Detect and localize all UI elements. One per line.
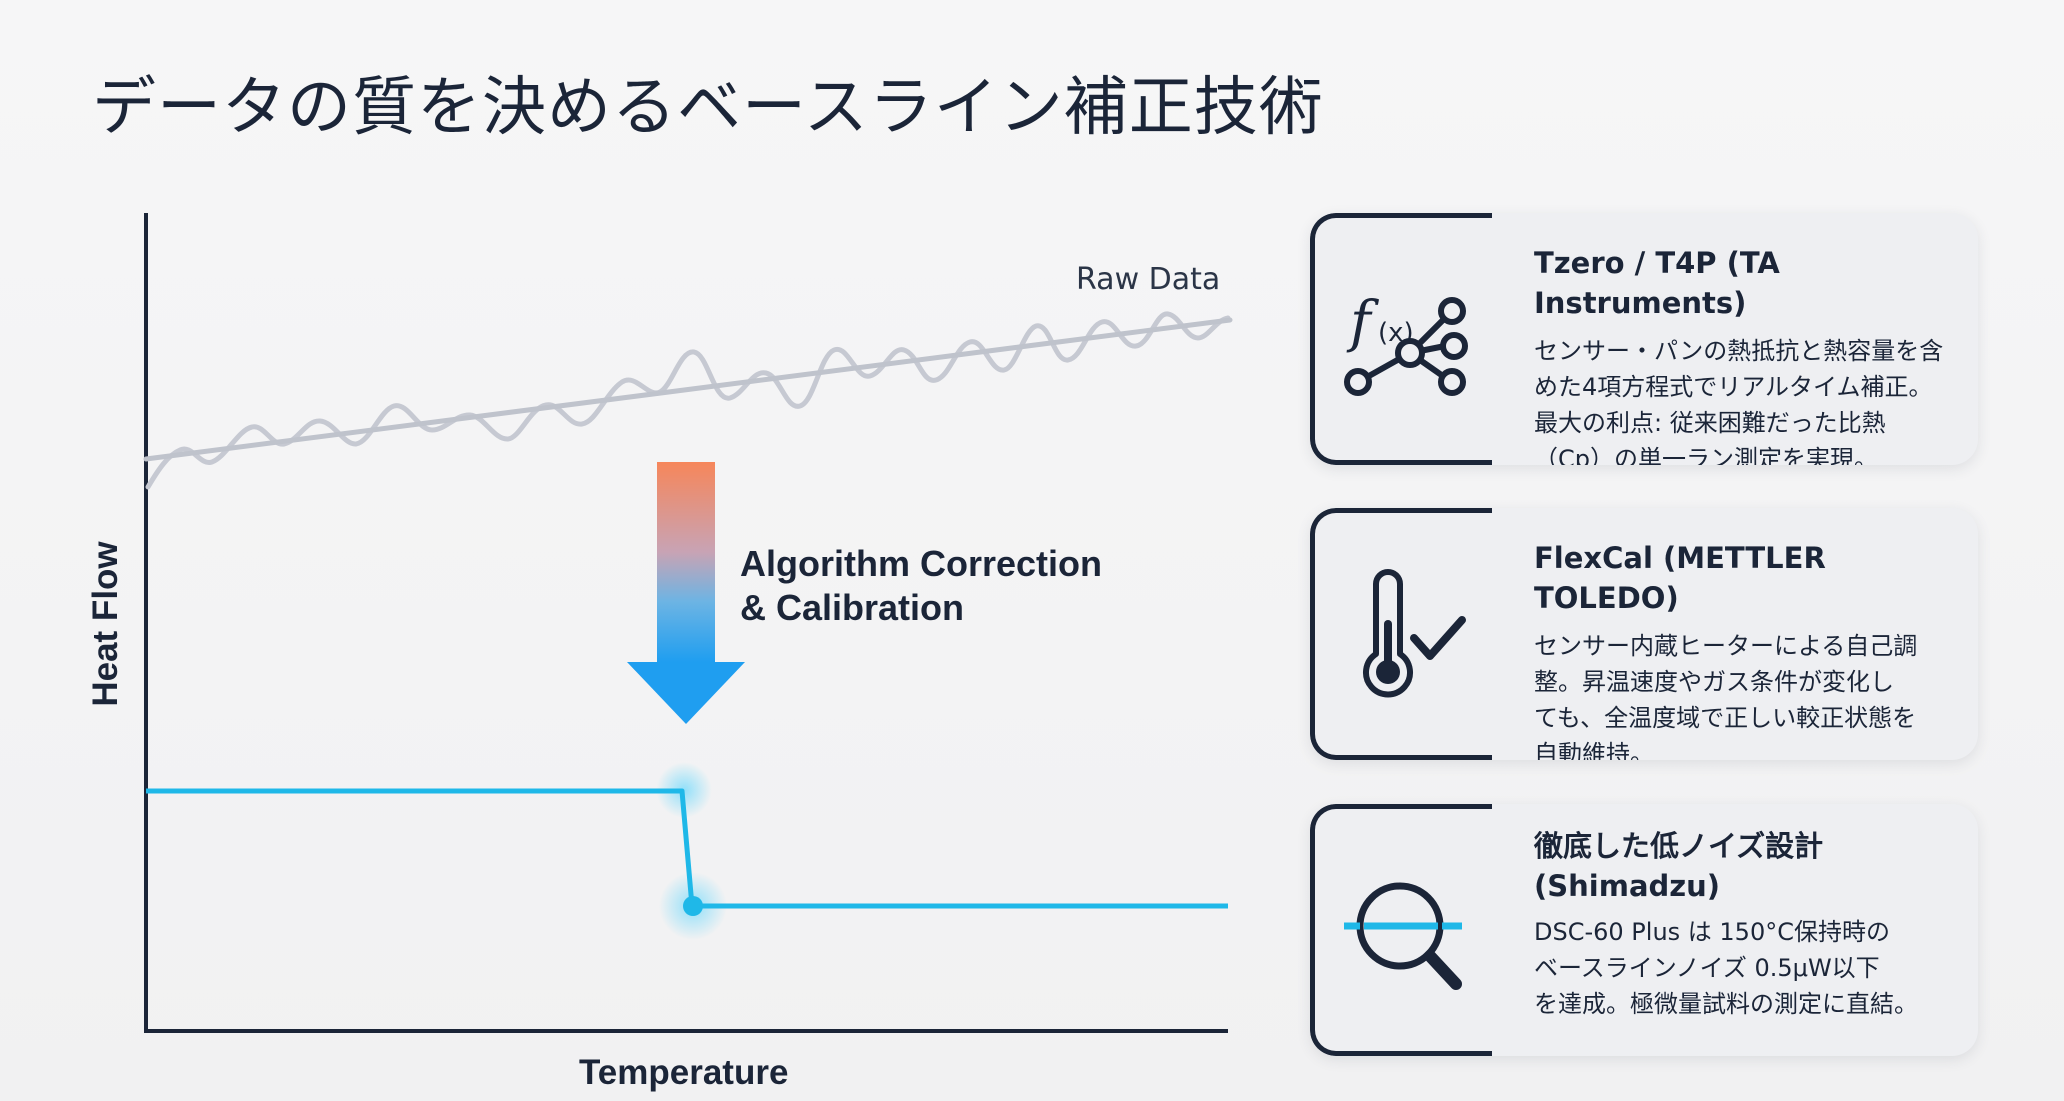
card-shimadzu: 徹底した低ノイズ設計 (Shimadzu) DSC-60 Plus は 150°… — [1310, 804, 1978, 1056]
raw-data-label: Raw Data — [1076, 262, 1221, 297]
card-body: DSC-60 Plus は 150°C保持時の ベースラインノイズ 0.5μW以… — [1534, 918, 1918, 1018]
y-axis-label: Heat Flow — [86, 541, 125, 707]
thermometer-check-icon — [1363, 569, 1466, 698]
page-title: データの質を決めるベースライン補正技術 — [92, 71, 1324, 145]
correction-arrow — [627, 462, 745, 724]
card-title: FlexCal (METTLER TOLEDO) — [1534, 541, 1826, 615]
raw-trend-line — [143, 317, 1233, 462]
function-network-icon: f (x) — [1344, 290, 1468, 396]
svg-text:f: f — [1346, 290, 1380, 355]
correction-label-line2: & Calibration — [740, 587, 965, 628]
x-axis-label: Temperature — [579, 1053, 789, 1092]
card-tzero: f (x) Tzero / T4P (TA Instruments) センサー・… — [1310, 213, 1978, 465]
card-flexcal: FlexCal (METTLER TOLEDO) センサー内蔵ヒーターによる自己… — [1310, 508, 1978, 760]
card-body: センサー・パンの熱抵抗と熱容量を含 めた4項方程式でリアルタイム補正。 最大の利… — [1534, 337, 1944, 465]
card-title: 徹底した低ノイズ設計 (Shimadzu) — [1534, 829, 1824, 903]
raw-noisy-line — [145, 311, 1231, 490]
magnifier-baseline-icon — [1344, 882, 1462, 990]
corrected-baseline — [146, 788, 1228, 909]
card-body: センサー内蔵ヒーターによる自己調 整。昇温速度やガス条件が変化し ても、全温度域… — [1534, 632, 1918, 760]
step-point — [683, 896, 703, 916]
correction-label-line1: Algorithm Correction — [740, 543, 1103, 584]
correction-label: Algorithm Correction & Calibration — [740, 542, 1102, 630]
card-title: Tzero / T4P (TA Instruments) — [1534, 246, 1780, 320]
